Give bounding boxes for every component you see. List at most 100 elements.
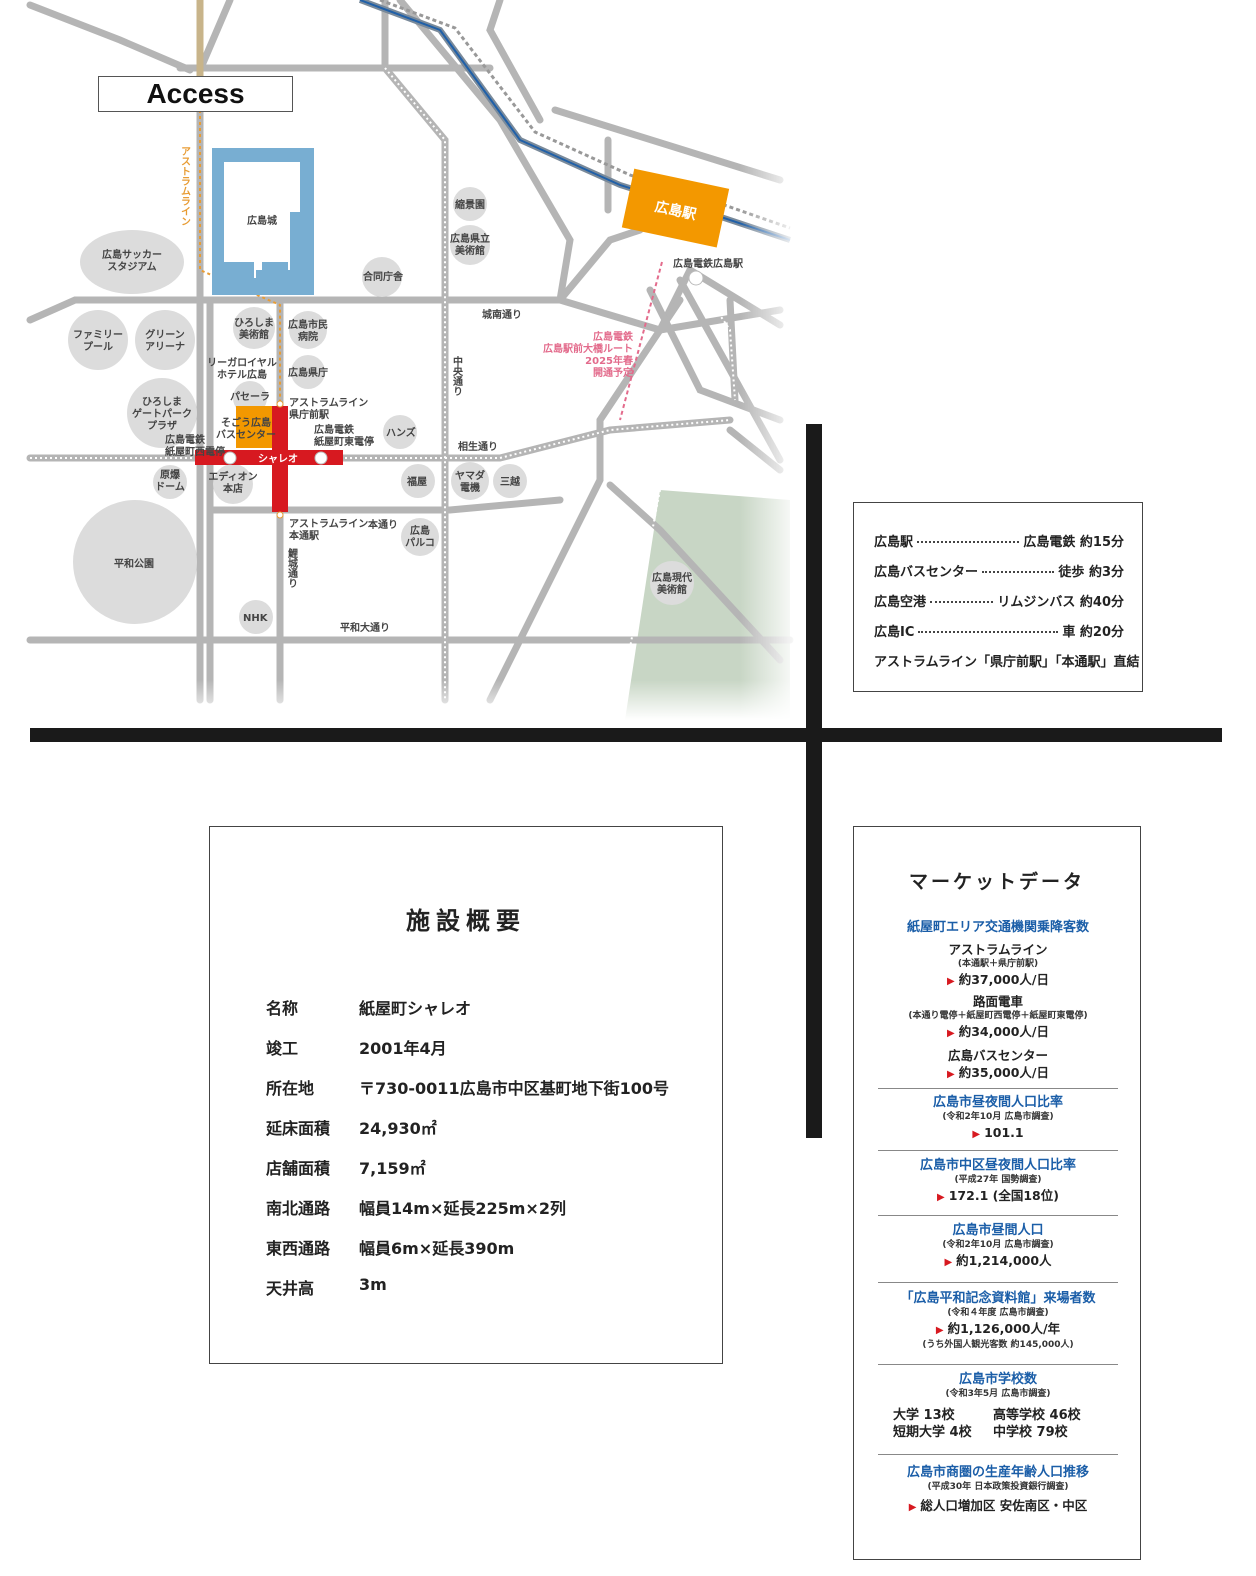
day-night-naka-heading: 広島市中区昼夜間人口比率 — [919, 1158, 1076, 1173]
facility-value: 2001年4月 — [359, 1039, 447, 1058]
access-note: アストラムライン「県庁前駅」「本通駅」直結 — [874, 654, 1140, 670]
facility-value: 7,159㎡ — [359, 1159, 426, 1178]
day-night-city-sub: (令和2年10月 広島市調査) — [942, 1112, 1054, 1122]
working-age-value-text: 総人口増加区 安佐南区・中区 — [920, 1498, 1088, 1513]
label-dentetsu-station: 広島電鉄広島駅 — [673, 257, 744, 270]
facility-row: 天井高 3m — [266, 1275, 669, 1315]
label-astram-line: アストラムライン — [179, 146, 191, 226]
label-castle: 広島城 — [247, 214, 277, 227]
triangle-icon: ▶ — [944, 1257, 953, 1268]
peace-museum-value: ▶約1,126,000人/年 — [878, 1320, 1118, 1339]
access-to: 徒歩 約3分 — [1058, 564, 1124, 580]
divider-vertical — [806, 424, 822, 1138]
hiroshima-station-marker[interactable]: 広島駅 — [621, 168, 730, 248]
day-night-naka-value: ▶172.1 (全国18位) — [878, 1187, 1118, 1206]
triangle-icon: ▶ — [972, 1129, 981, 1140]
traffic-section: 紙屋町エリア交通機関乗降客数 アストラムライン (本通駅＋県庁前駅) ▶約37,… — [878, 919, 1118, 1083]
peace-museum-heading: 「広島平和記念資料館」来場者数 — [900, 1291, 1096, 1306]
new-route-line — [619, 261, 663, 421]
astram-value: ▶約37,000人/日 — [878, 971, 1118, 990]
tram-value: ▶約34,000人/日 — [878, 1023, 1118, 1042]
day-night-naka-section: 広島市中区昼夜間人口比率 (平成27年 国勢調査) ▶172.1 (全国18位) — [878, 1157, 1118, 1206]
daytime-pop-value-text: 約1,214,000人 — [956, 1253, 1052, 1268]
access-row: 広島IC 車 約20分 — [874, 615, 1124, 645]
access-map: 広島駅 シャレオ 広島電鉄広島駅 アストラムライン 広島城 城南通り 合同庁舎 … — [0, 0, 800, 720]
shareo-label: シャレオ — [258, 453, 298, 465]
facility-value: 〒730-0011広島市中区基町地下街100号 — [359, 1079, 669, 1098]
tram-name: 路面電車 — [972, 994, 1023, 1009]
triangle-icon: ▶ — [946, 1028, 955, 1039]
peace-museum-value-text: 約1,126,000人/年 — [947, 1321, 1061, 1336]
label-godo-chosha: 合同庁舎 — [362, 270, 404, 283]
market-data: マーケットデータ 紙屋町エリア交通機関乗降客数 アストラムライン (本通駅＋県庁… — [853, 826, 1141, 1560]
access-to: 広島電鉄 約15分 — [1023, 534, 1124, 550]
label-rijo-dori: 鯉城通り — [286, 547, 299, 588]
access-from: 広島IC — [874, 624, 915, 640]
map-labels: 広島電鉄広島駅 アストラムライン 広島城 城南通り 合同庁舎 縮景園 広島県庁 … — [114, 146, 744, 634]
working-age-value: ▶総人口増加区 安佐南区・中区 — [878, 1497, 1118, 1516]
triangle-icon: ▶ — [946, 1069, 955, 1080]
facility-label: 名称 — [266, 999, 299, 1018]
bus-name: 広島バスセンター — [947, 1048, 1048, 1063]
label-nhk: NHK — [243, 613, 269, 624]
triangle-icon: ▶ — [946, 976, 955, 987]
access-row: 広島駅 広島電鉄 約15分 — [874, 525, 1124, 555]
facility-label: 所在地 — [266, 1079, 315, 1098]
facility-title: 施設概要 — [406, 907, 526, 935]
schools-section: 広島市学校数 (令和3年5月 広島市調査) 大学 13校 高等学校 46校 短期… — [878, 1371, 1118, 1441]
access-to: リムジンバス 約40分 — [997, 594, 1124, 610]
label-hands: ハンズ — [386, 426, 416, 439]
peace-museum-note: (うち外国人観光客数 約145,000人) — [922, 1340, 1074, 1350]
triangle-icon: ▶ — [908, 1502, 917, 1513]
traffic-heading: 紙屋町エリア交通機関乗降客数 — [906, 920, 1089, 935]
schools-heading: 広島市学校数 — [958, 1372, 1037, 1387]
bus-value: ▶約35,000人/日 — [878, 1064, 1118, 1083]
separator — [878, 1454, 1118, 1455]
facility-row: 所在地 〒730-0011広島市中区基町地下街100号 — [266, 1075, 669, 1115]
label-hondori: 本通り — [368, 518, 398, 531]
leader-dots — [982, 571, 1055, 573]
facility-value: 3m — [359, 1275, 387, 1294]
separator — [878, 1282, 1118, 1283]
label-pacela: パセーラ — [230, 391, 270, 403]
access-from: 広島空港 — [874, 594, 927, 610]
triangle-icon: ▶ — [937, 1192, 945, 1203]
facility-label: 店舗面積 — [266, 1159, 331, 1178]
facility-row: 店舗面積 7,159㎡ — [266, 1155, 669, 1195]
facility-label: 天井高 — [266, 1279, 315, 1298]
label-mitsukoshi: 三越 — [500, 475, 521, 488]
daytime-pop-sub: (令和2年10月 広島市調査) — [942, 1240, 1054, 1250]
facility-value: 幅員6m×延長390m — [359, 1239, 515, 1258]
access-row: 広島バスセンター 徒歩 約3分 — [874, 555, 1124, 585]
daytime-pop-section: 広島市昼間人口 (令和2年10月 広島市調査) ▶約1,214,000人 — [878, 1222, 1118, 1271]
schools-grid: 大学 13校 高等学校 46校 短期大学 4校 中学校 79校 — [878, 1407, 1118, 1441]
label-heiwa-odori: 平和大通り — [340, 621, 390, 634]
astram-sub: (本通駅＋県庁前駅) — [957, 959, 1039, 969]
day-night-naka-sub: (平成27年 国勢調査) — [954, 1175, 1042, 1185]
day-night-city-value: ▶101.1 — [878, 1124, 1118, 1143]
access-times-box: 広島駅 広島電鉄 約15分 広島バスセンター 徒歩 約3分 広島空港 リムジンバ… — [853, 502, 1143, 692]
label-jonan-dori: 城南通り — [482, 308, 522, 321]
sogo-bus-center-marker — [236, 406, 276, 448]
leader-dots — [930, 601, 994, 603]
tram-value-text: 約34,000人/日 — [958, 1024, 1049, 1039]
day-night-city-section: 広島市昼夜間人口比率 (令和2年10月 広島市調査) ▶101.1 — [878, 1094, 1118, 1143]
leader-dots — [918, 631, 1059, 633]
market-title: マーケットデータ — [908, 871, 1085, 893]
separator — [878, 1215, 1118, 1216]
peace-museum-section: 「広島平和記念資料館」来場者数 (令和４年度 広島市調査) ▶約1,126,00… — [878, 1290, 1118, 1352]
leader-dots — [917, 541, 1020, 543]
day-night-city-heading: 広島市昼夜間人口比率 — [932, 1095, 1063, 1110]
separator — [878, 1364, 1118, 1365]
triangle-icon: ▶ — [935, 1325, 944, 1336]
label-peace-park: 平和公園 — [114, 557, 154, 570]
facility-label: 東西通路 — [266, 1239, 331, 1258]
astram-value-text: 約37,000人/日 — [958, 972, 1049, 987]
facility-row: 名称紙屋町シャレオ — [266, 995, 669, 1035]
access-from: 広島駅 — [874, 534, 914, 550]
roads — [26, 0, 794, 704]
